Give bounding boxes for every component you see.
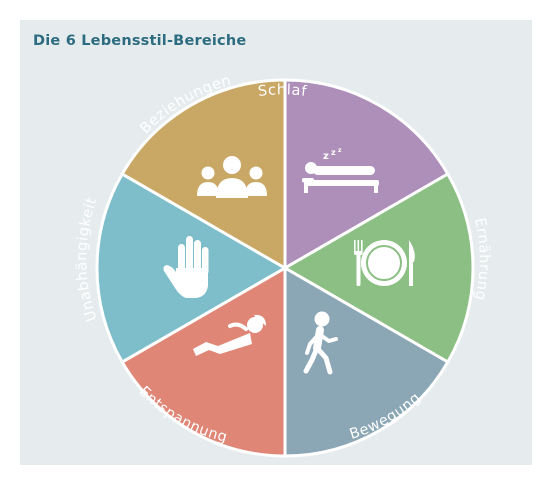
raised-hand-icon	[163, 236, 209, 298]
segment-beziehungen	[120, 78, 287, 270]
sleeping-person-icon: z z z	[302, 147, 379, 193]
group-people-icon	[197, 156, 267, 198]
segment-bewegung	[283, 266, 450, 458]
segment-schlaf: z z z	[283, 78, 450, 270]
svg-text:z: z	[331, 148, 336, 157]
walking-person-icon	[303, 311, 338, 375]
svg-text:z: z	[338, 147, 342, 154]
svg-text:z: z	[323, 151, 329, 162]
segment-ernaehrung	[283, 172, 475, 364]
segment-label-1: Ernährung	[471, 217, 492, 302]
segment-label-0: Schlaf	[257, 82, 308, 100]
relaxing-person-icon	[193, 314, 266, 356]
diagram-title: Die 6 Lebensstil-Bereiche	[33, 33, 247, 49]
segment-entspannung	[120, 266, 287, 458]
plate-cutlery-icon	[354, 240, 415, 286]
segment-entspannung-slice	[120, 266, 287, 458]
segment-unabhaengigkeit	[95, 172, 287, 364]
